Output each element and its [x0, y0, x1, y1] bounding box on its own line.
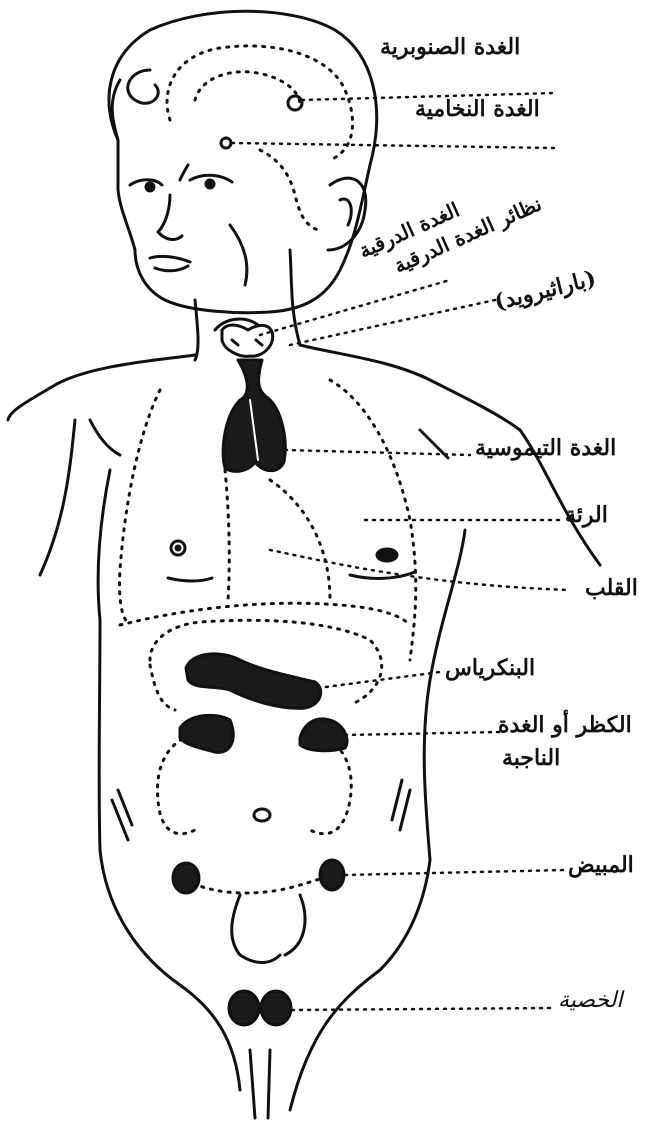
head-outline: [109, 11, 377, 312]
label-thymus-gland: الغدة التيموسية: [475, 435, 616, 461]
label-lung: الرئة: [565, 502, 608, 528]
label-heart: القلب: [585, 575, 638, 601]
ovaries: [173, 860, 344, 893]
label-pineal-gland: الغدة الصنوبرية: [380, 34, 520, 60]
pancreas-gland: [186, 654, 321, 708]
testes: [229, 991, 291, 1025]
label-adrenal-line1: الكظر أو الغدة: [498, 712, 632, 738]
thymus-gland: [223, 360, 285, 471]
adrenal-glands: [180, 715, 347, 752]
pituitary-gland: [221, 138, 231, 148]
brain-dotted: [167, 46, 353, 230]
label-pancreas: البنكرياس: [445, 655, 535, 681]
label-ovary: المبيض: [568, 852, 634, 878]
label-testis: الخصية: [558, 988, 623, 1014]
thyroid-gland: [222, 325, 273, 356]
label-pituitary-gland: الغدة النخامية: [415, 96, 540, 122]
label-adrenal-line2: الناجبة: [502, 745, 560, 771]
navel: [254, 809, 270, 821]
